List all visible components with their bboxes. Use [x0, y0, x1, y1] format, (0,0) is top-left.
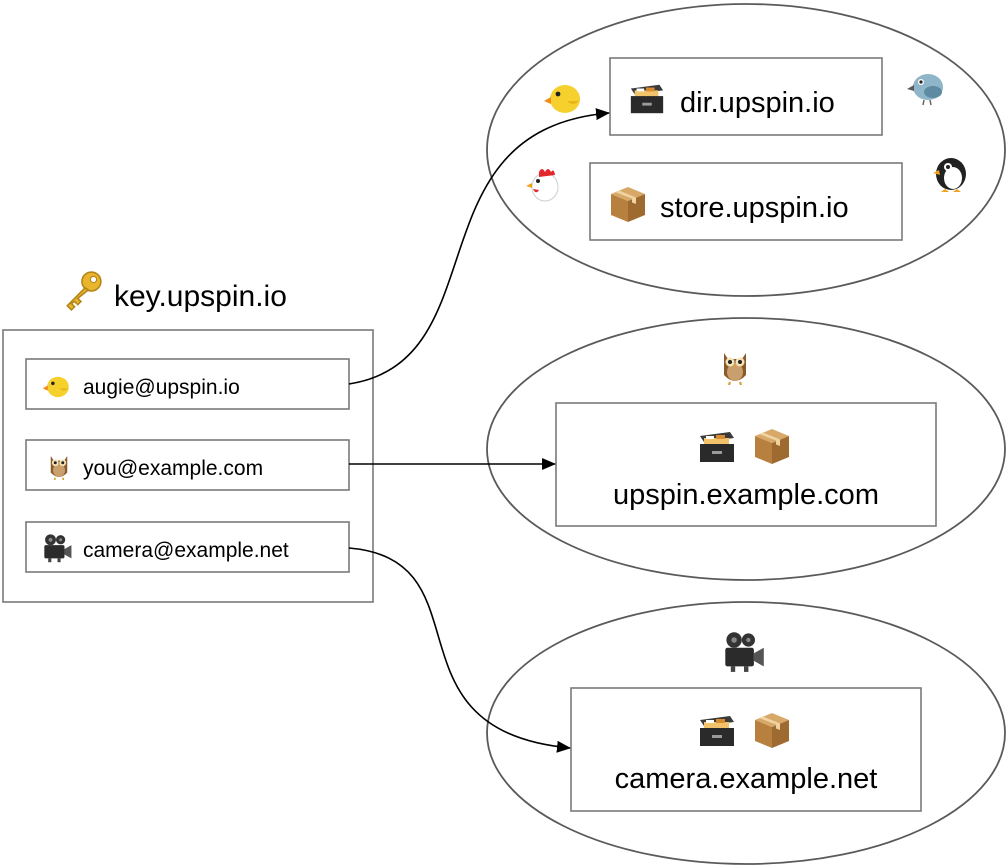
file-cabinet-icon: [700, 716, 734, 746]
penguin-icon: [933, 158, 966, 192]
cluster-upspin-io: dir.upspin.io store.upspin.io: [486, 3, 1006, 297]
user-label: you@example.com: [83, 457, 263, 480]
dir-server: dir.upspin.io: [609, 57, 883, 136]
movie-camera-icon: [725, 632, 764, 672]
owl-icon: [723, 352, 747, 385]
combined-server: upspin.example.com: [555, 402, 937, 527]
user-row-you: you@example.com: [25, 439, 350, 491]
user-row-camera: camera@example.net: [25, 521, 350, 573]
key-server: key.upspin.io augie@upspin.io you@exampl…: [2, 271, 374, 603]
server-label: upspin.example.com: [613, 479, 879, 511]
user-label: augie@upspin.io: [83, 376, 240, 399]
store-server: store.upspin.io: [589, 162, 903, 241]
file-cabinet-icon: [700, 432, 734, 462]
edge-augie-to-dir: [348, 108, 610, 385]
user-box: [25, 521, 350, 573]
user-label: camera@example.net: [83, 539, 289, 562]
user-box: [25, 439, 350, 491]
file-cabinet-icon: [630, 84, 664, 114]
cluster-example-net: camera.example.net: [486, 601, 1006, 865]
chicken-icon: [525, 168, 559, 202]
user-row-augie: augie@upspin.io: [25, 358, 350, 410]
cluster-example-com: upspin.example.com: [486, 317, 1006, 581]
server-box: [555, 402, 937, 527]
user-box: [25, 358, 350, 410]
package-icon: [611, 187, 645, 222]
bird-icon: [906, 73, 944, 106]
edge-camera-to-camera-example-net: [348, 547, 571, 753]
cluster-ellipse: [486, 601, 1006, 865]
cluster-ellipse: [486, 3, 1006, 297]
server-label: camera.example.net: [615, 763, 878, 795]
server-label: store.upspin.io: [660, 192, 849, 224]
package-icon: [755, 429, 789, 464]
key-server-title: key.upspin.io: [114, 280, 287, 313]
server-box: [570, 687, 922, 812]
key-icon: [66, 271, 102, 311]
chick-icon: [544, 85, 580, 113]
server-label: dir.upspin.io: [680, 87, 835, 119]
package-icon: [755, 713, 789, 748]
combined-server: camera.example.net: [570, 687, 922, 812]
cluster-ellipse: [486, 317, 1006, 581]
